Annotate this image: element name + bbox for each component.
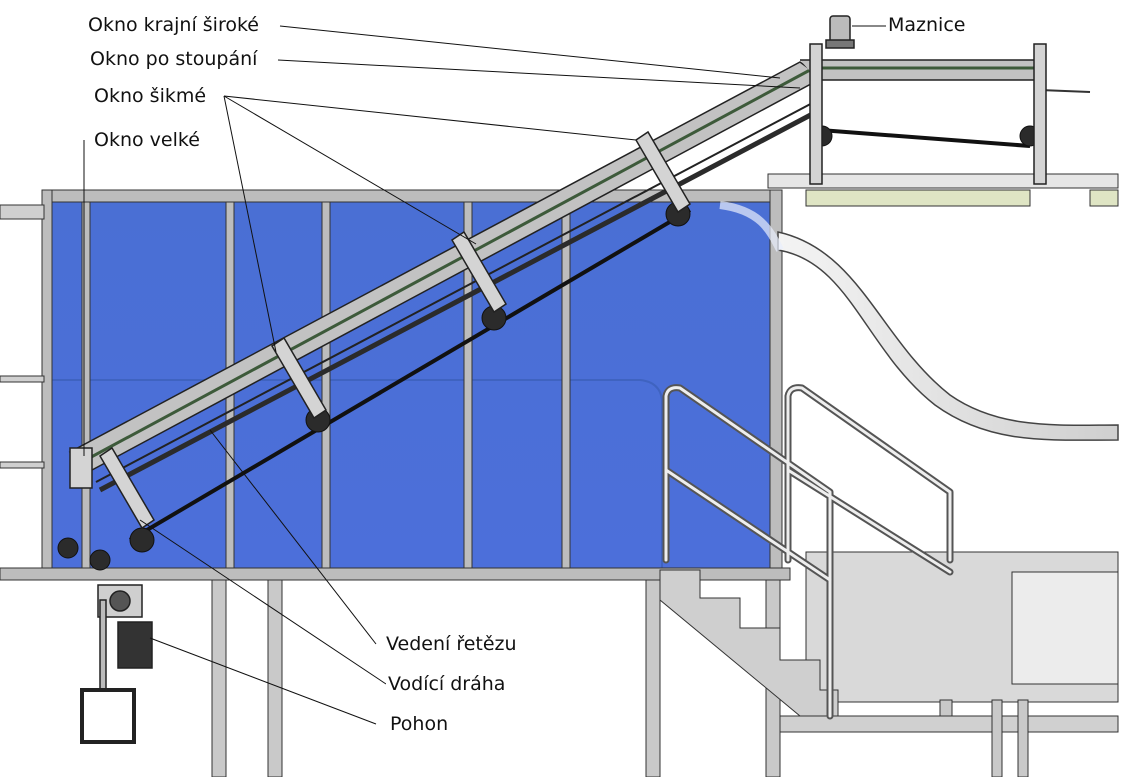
lubricator [825, 15, 855, 49]
label-okno-sikme: Okno šikmé [92, 85, 209, 107]
label-okno-po-stoupani: Okno po stoupání [88, 48, 260, 70]
leader-lines [83, 25, 886, 725]
stairs [659, 569, 839, 717]
label-okno-velke: Okno velké [92, 129, 202, 151]
label-vedeni-retezu: Vedení řetězu [384, 633, 519, 655]
label-maznice: Maznice [886, 14, 968, 36]
slide-chute [777, 231, 1119, 441]
drive-unit [80, 584, 153, 744]
label-vodici-draha: Vodící dráha [386, 673, 508, 695]
sprockets [57, 125, 1041, 571]
left-platform [0, 204, 45, 469]
right-platform [767, 173, 1119, 778]
conveyor-brackets [69, 43, 1047, 530]
label-okno-krajni-siroke: Okno krajní široké [86, 14, 261, 36]
label-pohon: Pohon [388, 713, 451, 735]
